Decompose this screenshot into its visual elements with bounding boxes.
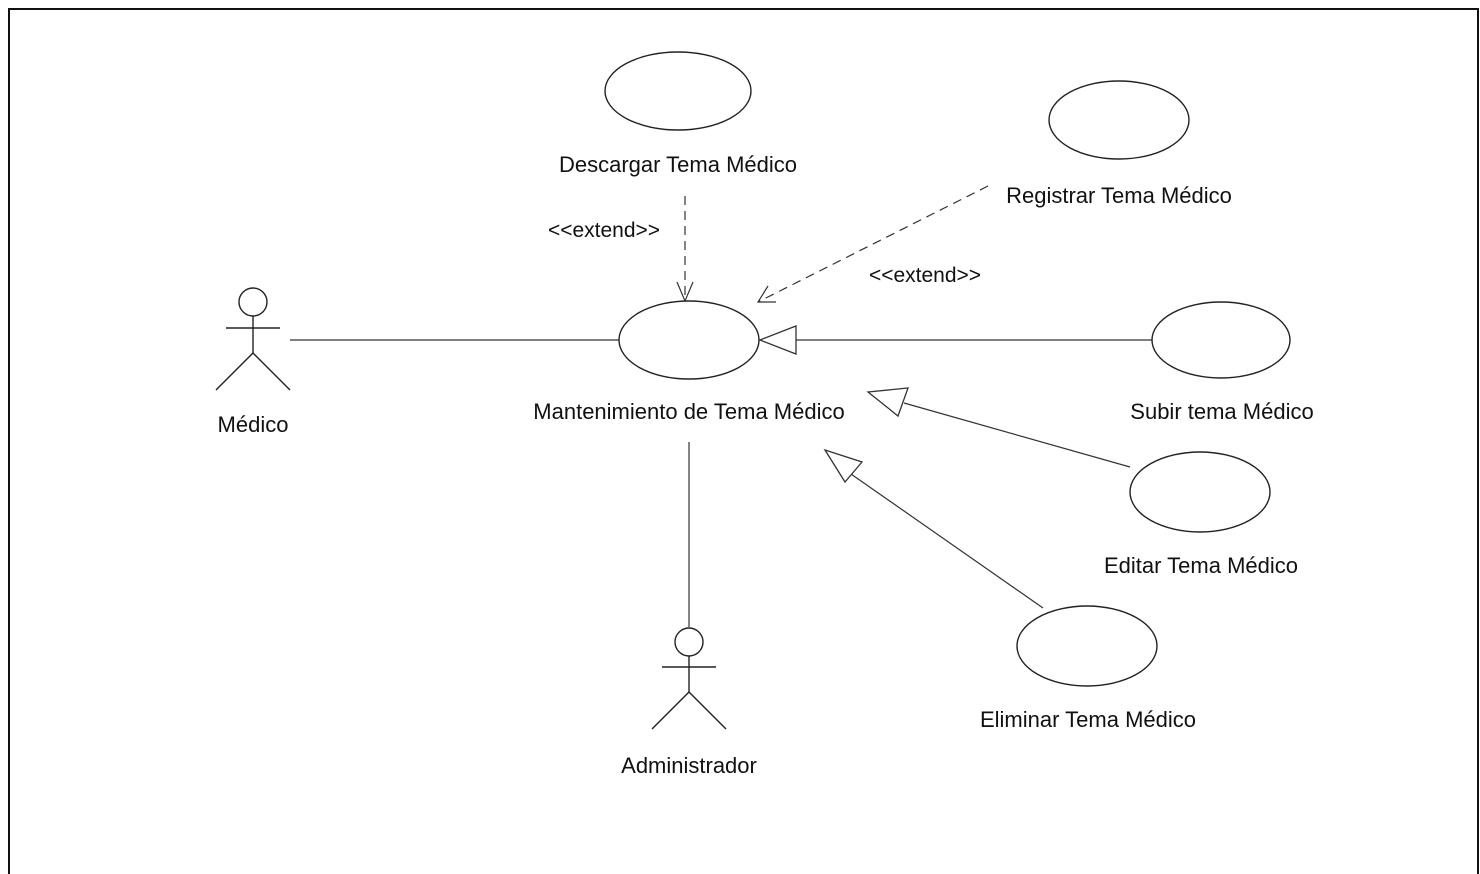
stereotype-extend-registrar: <<extend>> bbox=[869, 264, 981, 287]
use-case-label-editar: Editar Tema Médico bbox=[1104, 553, 1298, 578]
diagram-frame bbox=[8, 8, 1479, 874]
use-case-registrar bbox=[1048, 80, 1190, 160]
use-case-label-registrar: Registrar Tema Médico bbox=[1006, 183, 1232, 208]
actor-label-medico: Médico bbox=[218, 412, 289, 437]
actor-administrador-figure bbox=[651, 627, 727, 730]
use-case-mantenimiento bbox=[618, 300, 760, 380]
generalization-editar-arrowhead bbox=[866, 387, 909, 418]
extend-registrar-line bbox=[757, 185, 989, 303]
generalization-subir-arrowhead bbox=[758, 325, 797, 355]
stereotype-extend-descargar: <<extend>> bbox=[548, 219, 660, 242]
extend-registrar-arrowhead bbox=[756, 285, 776, 303]
use-case-descargar bbox=[604, 51, 752, 131]
use-case-label-descargar: Descargar Tema Médico bbox=[559, 152, 797, 177]
use-case-eliminar bbox=[1016, 605, 1158, 687]
use-case-label-eliminar: Eliminar Tema Médico bbox=[980, 707, 1196, 732]
use-case-label-subir: Subir tema Médico bbox=[1130, 399, 1313, 424]
use-case-editar bbox=[1129, 451, 1271, 533]
actor-label-administrador: Administrador bbox=[621, 753, 757, 778]
use-case-subir bbox=[1151, 301, 1291, 379]
use-case-label-mantenimiento: Mantenimiento de Tema Médico bbox=[533, 399, 844, 424]
generalization-eliminar-line bbox=[850, 473, 1044, 609]
generalization-eliminar-arrowhead bbox=[823, 448, 864, 484]
actor-medico-figure bbox=[215, 287, 291, 391]
generalization-editar-line bbox=[903, 402, 1131, 468]
